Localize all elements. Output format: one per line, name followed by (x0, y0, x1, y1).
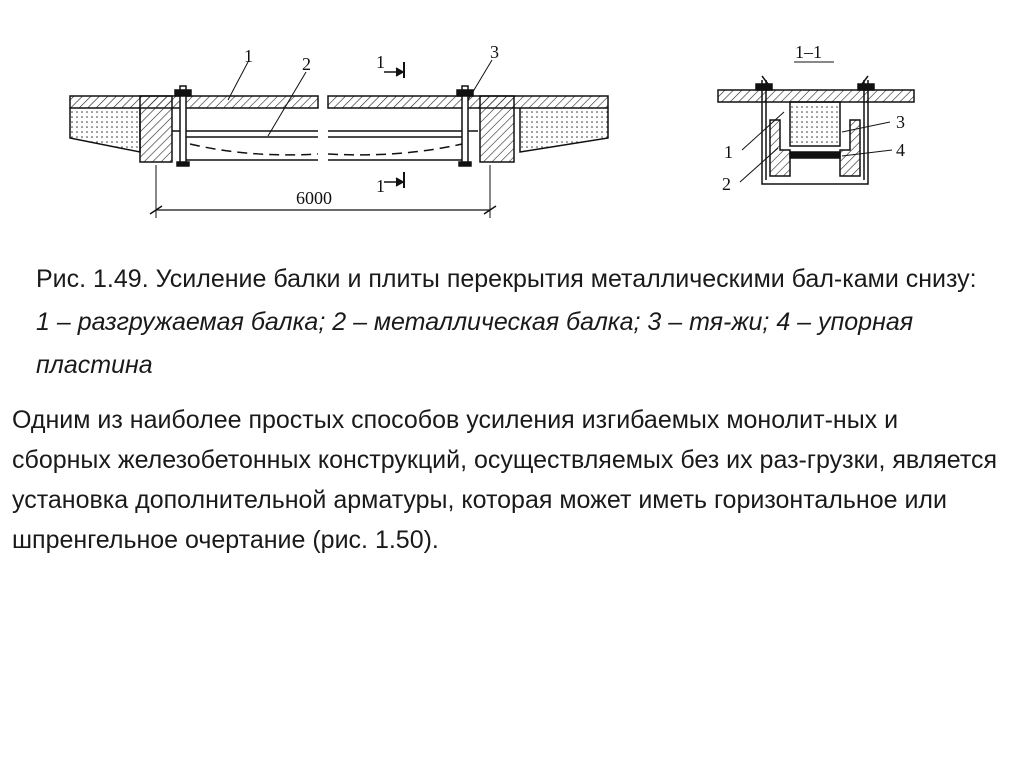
section-view (717, 61, 915, 185)
section-title: 1–1 (795, 42, 822, 62)
caption-prefix: Рис. 1.49. Усиление балки и плиты перекр… (36, 265, 977, 293)
main-label-3: 3 (490, 42, 499, 62)
figure-caption: Рис. 1.49. Усиление балки и плиты перекр… (36, 258, 996, 387)
section-slab (717, 89, 915, 103)
section-beam (789, 101, 841, 147)
left-support (139, 95, 173, 163)
section-label-2: 2 (722, 174, 731, 194)
section-label-4: 4 (896, 140, 905, 160)
main-view (69, 59, 609, 218)
main-view-labels: 1 2 3 1 1 6000 (244, 42, 499, 208)
main-label-2: 2 (302, 54, 311, 74)
bearing-plate (789, 151, 841, 159)
right-hanger (461, 85, 469, 165)
section-channel-left (769, 119, 791, 177)
caption-legend: 1 – разгружаемая балка; 2 – металлическа… (36, 308, 914, 379)
section-channel-right (839, 119, 861, 177)
body-paragraph: Одним из наиболее простых способов усиле… (12, 406, 998, 554)
section-view-labels: 1–1 1 2 3 4 (722, 42, 905, 194)
beam-reinforcement-drawing: 1 2 3 1 1 6000 (69, 42, 915, 218)
section-mark-bottom: 1 (376, 176, 385, 196)
left-hanger (179, 85, 187, 165)
deflection-curve (189, 143, 463, 156)
left-beam-haunch (69, 108, 141, 153)
dimension-value: 6000 (296, 188, 332, 208)
slab-left (69, 95, 319, 109)
section-label-1: 1 (724, 142, 733, 162)
section-label-3: 3 (896, 112, 905, 132)
main-label-1: 1 (244, 46, 253, 66)
right-beam-haunch (519, 108, 609, 153)
section-mark-top: 1 (376, 52, 385, 72)
right-support (479, 95, 515, 163)
